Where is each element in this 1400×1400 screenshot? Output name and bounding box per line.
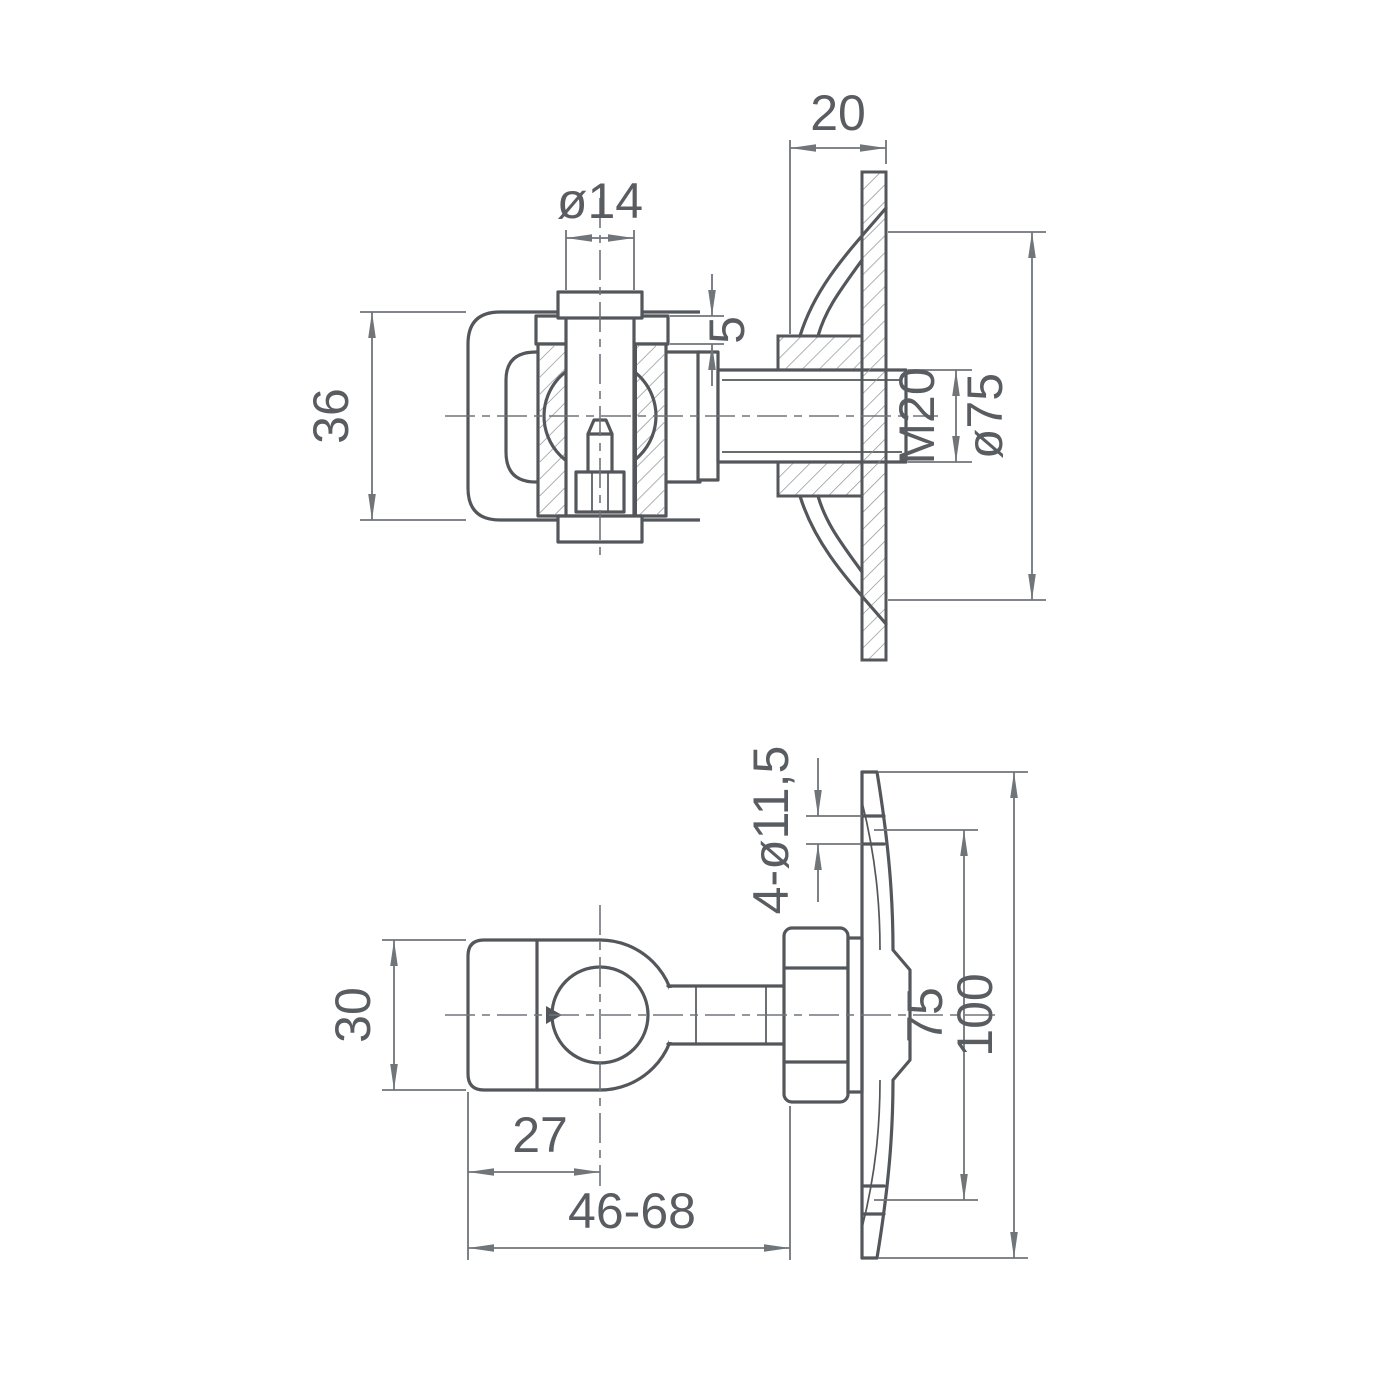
dim-hole-spacing-label: 75 [897,987,953,1043]
adjuster-bolt-shaft [586,432,614,474]
dim-adjust-range: 46-68 [467,1106,791,1260]
plate-dish-lower [861,1079,881,1229]
dim-adjust-range-label: 46-68 [568,1183,696,1239]
housing-hatch-left [537,343,567,517]
dim-plate-height: 100 [878,771,1028,1259]
dim-bracket-height: 36 [303,311,466,521]
dim-flange-thickness: 5 [670,274,755,386]
dim-thread: M20 [889,367,972,465]
top-view: 20 ø14 5 36 M20 [303,85,1046,662]
dim-holes: 4-ø11,5 [743,746,862,915]
hex-nut-facets [782,966,850,1064]
weld-nut-lower [776,460,864,498]
dim-plate-height-label: 100 [947,973,1003,1056]
dim-body-width: 30 [325,939,466,1091]
adjuster-bolt-hex-facets [591,472,609,512]
dim-eye-center-offset: 27 [467,1092,600,1184]
dim-plate-offset-label: 20 [810,85,866,141]
dim-boss-diameter: ø75 [888,231,1046,601]
flange-upper-outer [798,206,888,338]
dim-plate-offset: 20 [789,85,887,334]
flange-lower-outer [798,494,888,626]
dim-pin-diameter-label: ø14 [557,173,643,229]
bottom-view: 30 27 46-68 4-ø11,5 75 [325,746,1028,1260]
housing-hatch-right [635,343,667,517]
dim-boss-diameter-label: ø75 [957,373,1013,459]
adjuster-bolt-tip [586,418,614,436]
flange-lower-inner [816,494,864,574]
flange-upper-inner [816,258,864,338]
plate-hole-top [860,814,886,846]
dim-bracket-height-label: 36 [303,388,359,444]
plate-profile [860,770,912,1260]
weld-nut-upper [776,334,864,372]
plate-hole-bottom [860,1184,886,1216]
dim-eye-center-offset-label: 27 [512,1107,568,1163]
dim-holes-label: 4-ø11,5 [743,746,799,915]
dim-flange-thickness-label: 5 [699,316,755,344]
dim-pin-diameter: ø14 [557,173,643,290]
dim-hole-spacing: 75 [874,829,978,1201]
dim-thread-label: M20 [889,367,945,464]
dim-body-width-label: 30 [325,987,381,1043]
plate-dish-upper [861,801,881,951]
